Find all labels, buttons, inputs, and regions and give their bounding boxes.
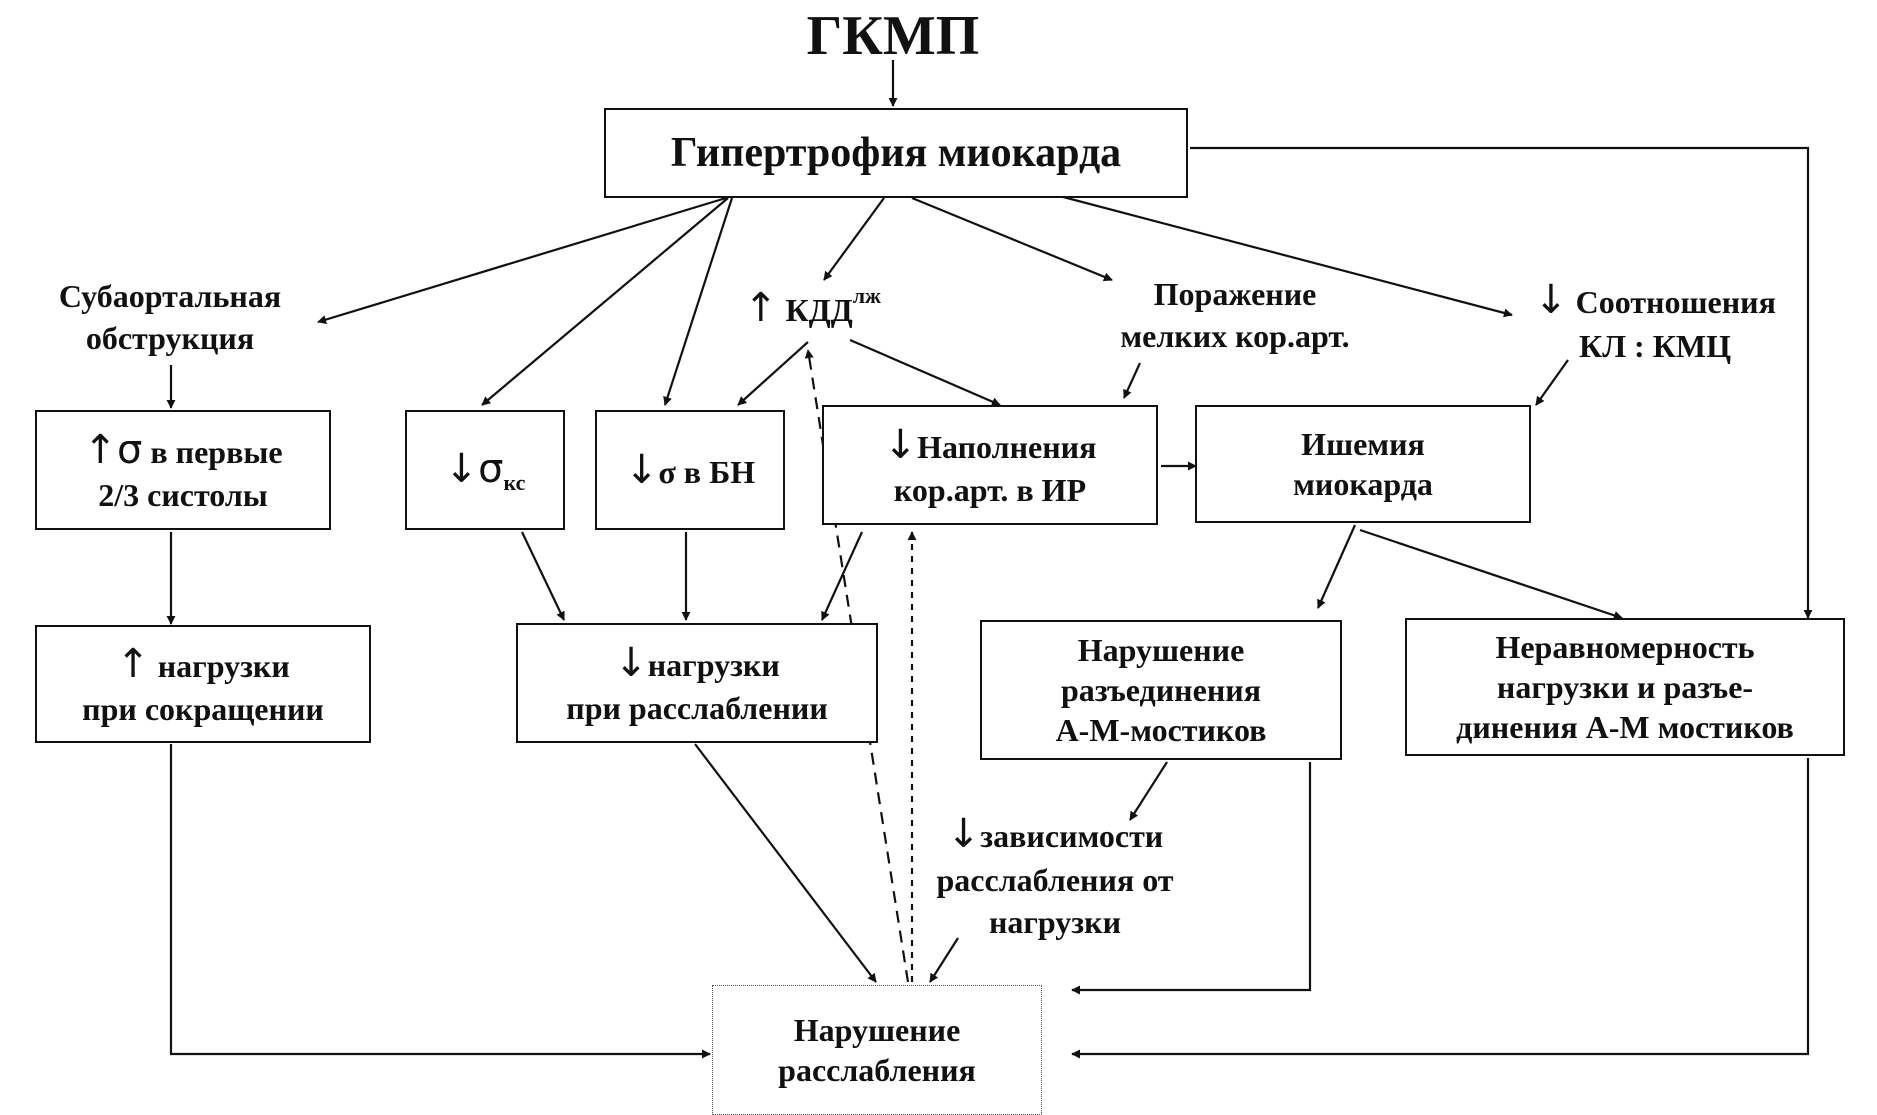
node-load-dependence: ↓зависимости расслабления от нагрузки [936, 811, 1174, 940]
arrow-filling-load-relaxation [820, 531, 864, 621]
arrow-load-relaxation-relaxation-disorder [694, 743, 877, 983]
node-hypertrophy: Гипертрофия миокарда [604, 108, 1188, 198]
arrow-kdd-sigma-bn [737, 341, 809, 406]
arrow-kdd-filling [849, 338, 1001, 407]
node-sigma-first-systole: ↑σ в первые 2/3 систолы [35, 410, 331, 530]
arrow-am-disorder-dependence [1129, 761, 1168, 821]
arrow-load-contraction-relaxation-disorder [169, 744, 711, 1059]
node-am-bridge-dissociation-disorder: Нарушение разъединения А-М-мостиков [980, 620, 1342, 760]
arrow-hypertrophy-subaortic [317, 196, 727, 324]
arrow-hypertrophy-kdd [823, 197, 885, 281]
arrow-am-disorder-relaxation-disorder [1071, 762, 1312, 995]
arrow-ischemia-am-disorder [1316, 524, 1357, 609]
arrow-ratio-ischemia [1535, 359, 1569, 406]
arrow-sigma-ks-load-relaxation [521, 531, 565, 621]
node-kdd: ↑ КДДлж [743, 283, 882, 331]
arrow-hypertrophy-small-arteries [911, 196, 1113, 282]
arrow-hypertrophy-nonuniformity [1190, 146, 1813, 619]
node-sigma-ks: ↓σкс [405, 410, 565, 530]
arrow-ischemia-nonuniformity [1359, 528, 1623, 620]
node-load-contraction: ↑ нагрузки при сокращении [35, 625, 371, 743]
node-relaxation-disorder: Нарушение расслабления [712, 985, 1042, 1115]
node-small-coronary-lesion: Поражение мелких кор.арт. [1120, 276, 1350, 354]
arrow-hypertrophy-sigma-ks [481, 197, 729, 406]
node-subaortic-obstruction: Субаортальная обструкция [58, 278, 282, 356]
arrow-dependence-relaxation-disorder [929, 937, 959, 983]
node-load-relaxation: ↓нагрузки при расслаблении [516, 623, 878, 743]
arrow-small-arteries-filling [1122, 362, 1142, 399]
diagram-title: ГКМП [806, 5, 980, 67]
node-myocardial-ischemia: Ишемия миокарда [1195, 405, 1531, 523]
node-sigma-bn: ↓σ в БН [595, 410, 785, 530]
arrow-relaxation-disorder-kdd-dashed [804, 349, 910, 983]
arrow-hypertrophy-sigma-bn [663, 197, 734, 406]
arrow-nonuniformity-relaxation-disorder [1071, 758, 1810, 1059]
node-ratio: ↓ Соотношения КЛ : КМЦ [1534, 277, 1776, 364]
node-coronary-filling: ↓Наполнения кор.арт. в ИР [822, 405, 1158, 525]
arrow-hypertrophy-ratio [1047, 191, 1513, 318]
node-nonuniformity: Неравномерность нагрузки и разъе- динени… [1405, 618, 1845, 756]
